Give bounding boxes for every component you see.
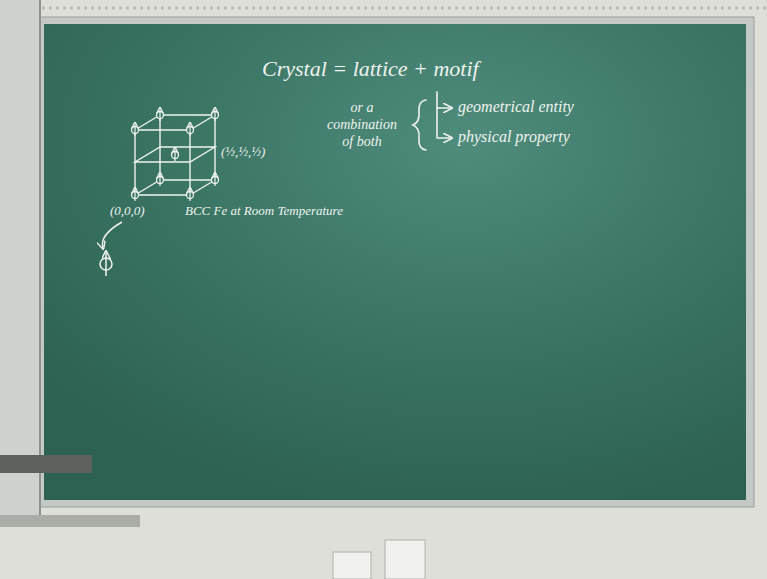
pointer-arrow: [437, 137, 451, 139]
wall-socket: [385, 540, 425, 579]
branch-label: geometrical entity: [458, 97, 574, 116]
spin-atom: [187, 123, 194, 136]
spin-atom: [132, 188, 139, 201]
spin-arrow: [159, 173, 160, 186]
bcc-cube: [135, 115, 215, 195]
spin-arrow: [159, 108, 160, 121]
spin-arrow: [189, 188, 190, 201]
wall-socket: [333, 552, 371, 579]
spin-arrow: [189, 123, 190, 136]
spin-arrow: [105, 252, 107, 276]
board-frame: [36, 17, 754, 507]
side-edge: [39, 0, 41, 520]
spin-atom: [212, 108, 219, 121]
spin-arrow: [214, 173, 215, 186]
caption-note: BCC Fe at Room Temperature: [185, 203, 343, 219]
spin-symbol: [100, 252, 112, 276]
spin-atom: [157, 173, 164, 186]
spin-atom: [212, 173, 219, 186]
spin-atom: [132, 123, 139, 136]
chalkboard: [44, 24, 746, 500]
spin-arrow: [174, 148, 175, 161]
wall-dots: [0, 7, 767, 10]
coordinate-label: (½,½,½): [221, 144, 265, 160]
atoms: [132, 108, 219, 201]
spin-arrow: [214, 108, 215, 121]
spin-arrow: [134, 188, 135, 201]
spin-atom: [187, 188, 194, 201]
heading-equation: Crystal = lattice + motif: [262, 56, 479, 82]
chalk-tray: [0, 455, 92, 473]
cube-mid-plane: [135, 147, 215, 162]
side-panel: [0, 0, 40, 520]
curved-arrow: [102, 222, 122, 248]
coordinate-label: (0,0,0): [110, 203, 145, 219]
spin-atom: [172, 148, 179, 161]
spin-arrow: [134, 123, 135, 136]
brace-arrows: [413, 92, 451, 150]
pointer-arrow: [437, 107, 451, 109]
bracket-line: [436, 92, 438, 137]
branch-label: physical property: [458, 127, 570, 146]
curly-brace: [413, 100, 426, 150]
note-text: or a combination of both: [320, 100, 404, 150]
cube-edges: [135, 115, 215, 195]
spin-atom: [157, 108, 164, 121]
lower-tray: [0, 515, 140, 527]
